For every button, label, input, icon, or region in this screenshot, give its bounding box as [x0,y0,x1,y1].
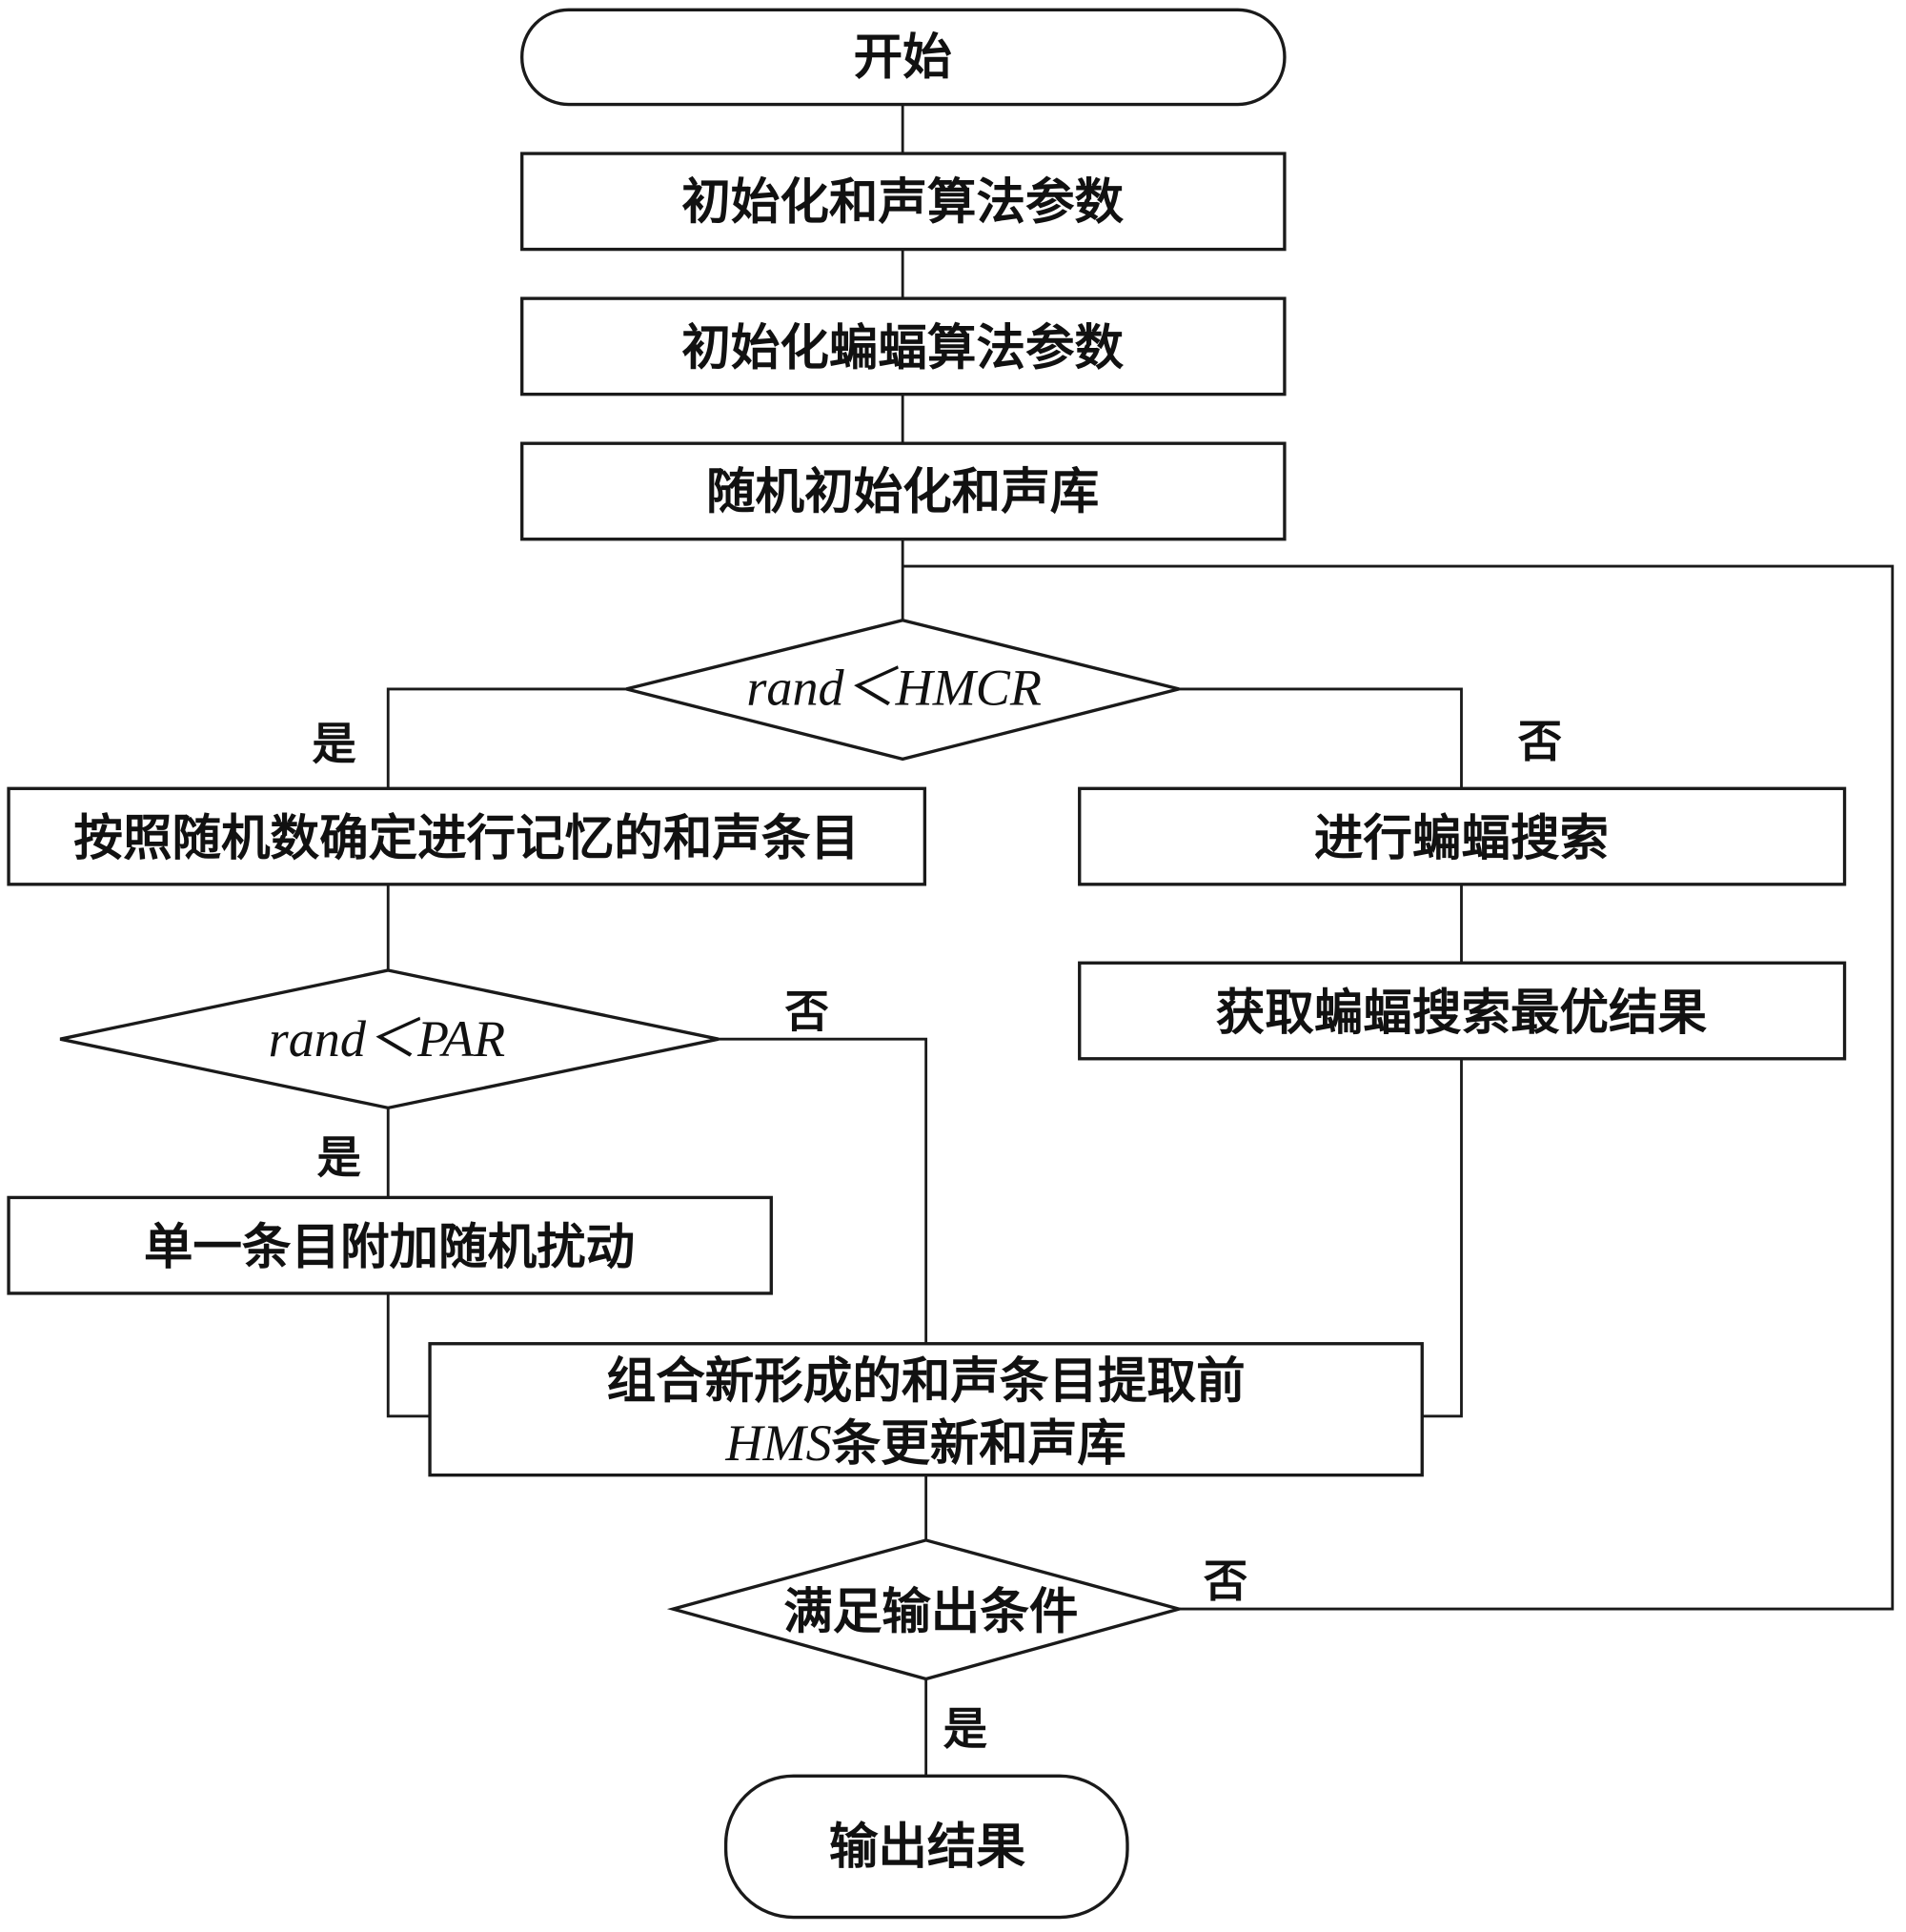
edge-hmcr-yes [386,687,627,789]
connectors [386,104,1895,1777]
bat-search-process: 进行蝙蝠搜索 [1078,786,1847,886]
edge-perturb-to-combine [386,1292,431,1418]
end-label: 输出结果 [829,1819,1026,1876]
memory-select-process: 按照随机数确定进行记忆的和声条目 [7,786,927,886]
combine-update-process: 组合新形成的和声条目提取前 HMS条更新和声库 [428,1342,1424,1477]
edge-par-no [718,1037,928,1344]
init-hs-process: 初始化和声算法参数 [520,152,1287,252]
par-condition-label: rand＜PAR [269,1010,506,1068]
output-decision: 满足输出条件 [666,1538,1186,1681]
par-decision: rand＜PAR [59,968,720,1110]
combine-hms-term: HMS [724,1414,831,1472]
init-bat-label: 初始化蝙蝠算法参数 [681,320,1124,377]
init-bat-process: 初始化蝙蝠算法参数 [520,296,1287,397]
edge-output-no-loop [902,564,1895,1611]
output-condition-label: 满足输出条件 [783,1584,1078,1641]
output-no-label: 否 [1204,1555,1247,1607]
edge-bat-best-to-combine [1422,1058,1463,1418]
hmcr-decision: rand＜HMCR [625,619,1180,762]
init-hm-label: 随机初始化和声库 [706,463,1099,520]
perturb-label: 单一条目附加随机扰动 [144,1219,635,1276]
start-terminal: 开始 [520,8,1287,107]
bat-best-label: 获取蝙蝠搜索最优结果 [1216,985,1708,1042]
hmcr-condition-label: rand＜HMCR [746,660,1042,717]
init-hm-process: 随机初始化和声库 [520,441,1287,541]
init-hs-label: 初始化和声算法参数 [681,173,1124,231]
perturb-process: 单一条目附加随机扰动 [7,1195,773,1295]
bat-best-process: 获取蝙蝠搜索最优结果 [1078,961,1847,1061]
bat-search-label: 进行蝙蝠搜索 [1314,810,1609,867]
combine-label-line2-text: 条更新和声库 [832,1415,1126,1473]
hmcr-yes-label: 是 [312,717,355,769]
hmcr-no-label: 否 [1518,715,1562,767]
combine-label-line1: 组合新形成的和声条目提取前 [607,1352,1246,1410]
par-no-label: 否 [784,985,828,1037]
output-yes-label: 是 [943,1702,987,1755]
edge-hmcr-no [1179,687,1463,789]
end-terminal: 输出结果 [723,1774,1129,1920]
par-yes-label: 是 [316,1131,360,1184]
memory-select-label: 按照随机数确定进行记忆的和声条目 [73,810,860,867]
start-label: 开始 [854,29,952,86]
combine-label-line2: HMS条更新和声库 [724,1414,1125,1473]
